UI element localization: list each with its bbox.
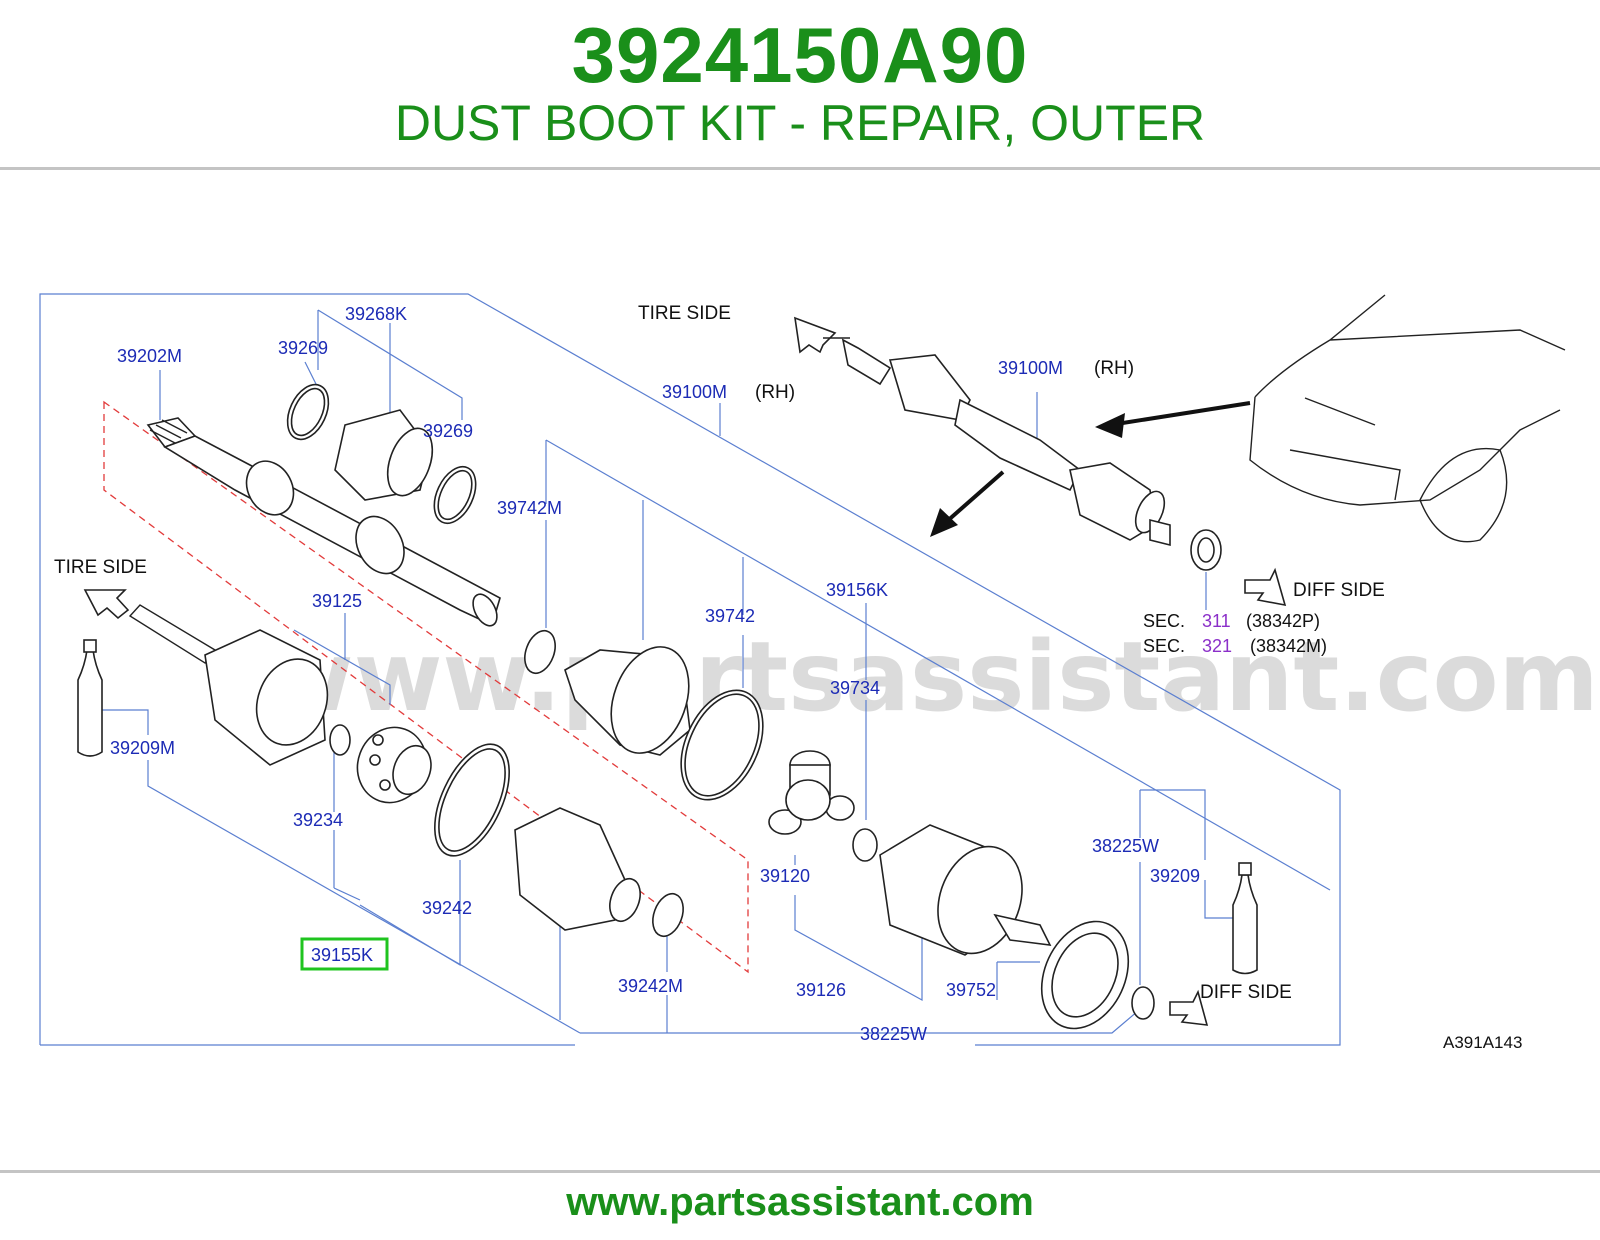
sec-link-321[interactable]: 321 <box>1202 636 1232 656</box>
diagram-frame <box>39 293 1341 1046</box>
callout-39742[interactable]: 39742 <box>705 606 755 626</box>
sec-prefix-1: SEC. <box>1143 611 1185 631</box>
section-reference-311: SEC. 311 (38342P) <box>1143 611 1320 631</box>
arrow-diff-side-top <box>1244 567 1287 607</box>
snap-ring-inner-part <box>852 828 878 862</box>
callout-39125[interactable]: 39125 <box>312 591 362 611</box>
small-seal-part <box>1131 986 1155 1020</box>
page-header: 3924150A90 DUST BOOT KIT - REPAIR, OUTER <box>0 0 1600 172</box>
sec-code-1: (38342P) <box>1246 611 1320 631</box>
oil-seal-part <box>1040 920 1130 1030</box>
part-name-subtitle: DUST BOOT KIT - REPAIR, OUTER <box>394 95 1206 151</box>
callout-39156K[interactable]: 39156K <box>826 580 888 600</box>
sec-code-2: (38342M) <box>1250 636 1327 656</box>
callout-39269-a[interactable]: 39269 <box>278 338 328 358</box>
rh-label-1: (RH) <box>755 382 795 403</box>
diff-side-label-top: DIFF SIDE <box>1293 580 1385 601</box>
inner-joint-housing-part <box>879 824 1052 956</box>
callout-39752[interactable]: 39752 <box>946 980 996 1000</box>
callout-39209[interactable]: 39209 <box>1150 866 1200 886</box>
arrow-shaft-to-exploded <box>930 470 1005 537</box>
outer-boot-band-part <box>434 743 510 857</box>
callout-39269-b[interactable]: 39269 <box>423 421 473 441</box>
arrow-diff-side-bottom <box>1169 989 1209 1026</box>
callout-39155K[interactable]: 39155K <box>311 945 373 965</box>
callout-39734[interactable]: 39734 <box>830 678 880 698</box>
leader-lines <box>100 309 1331 1034</box>
rh-label-2: (RH) <box>1094 358 1134 379</box>
inner-boot-band-part <box>680 689 764 801</box>
arrow-tire-side-top <box>794 316 850 354</box>
inner-boot-part <box>334 409 434 501</box>
footer-website-link[interactable]: www.partsassistant.com <box>566 1180 1034 1224</box>
tire-side-label-left: TIRE SIDE <box>54 557 147 578</box>
callout-39120[interactable]: 39120 <box>760 866 810 886</box>
callout-38225W-a[interactable]: 38225W <box>1092 836 1159 856</box>
boot-band-ring-lower <box>433 465 477 525</box>
callout-39126[interactable]: 39126 <box>796 980 846 1000</box>
arrow-vehicle-to-shaft <box>1095 401 1251 438</box>
grease-tube-left <box>77 639 103 757</box>
ball-cage-part <box>356 726 432 804</box>
watermark-text: www.partsassistant.com <box>265 621 1599 733</box>
callout-39268K[interactable]: 39268K <box>345 304 407 324</box>
diff-side-label-bottom: DIFF SIDE <box>1200 982 1292 1003</box>
snap-ring-part <box>329 724 351 756</box>
callout-39209M[interactable]: 39209M <box>110 738 175 758</box>
sec-link-311[interactable]: 311 <box>1202 611 1231 631</box>
outer-dust-boot-part <box>514 807 641 931</box>
callout-39100M-a[interactable]: 39100M <box>662 382 727 402</box>
callout-39202M[interactable]: 39202M <box>117 346 182 366</box>
small-boot-band-part <box>652 892 684 938</box>
arrow-tire-side-left <box>83 589 130 620</box>
section-reference-321: SEC. 321 (38342M) <box>1143 636 1327 656</box>
full-drive-shaft-assembly <box>841 338 1222 571</box>
tire-side-label-top: TIRE SIDE <box>638 303 731 324</box>
callout-39100M-b[interactable]: 39100M <box>998 358 1063 378</box>
callout-39242[interactable]: 39242 <box>422 898 472 918</box>
grease-tube-right <box>1232 862 1258 975</box>
highlighted-callout-39155K[interactable]: 39155K <box>300 937 389 971</box>
diagram-code: A391A143 <box>1443 1033 1522 1052</box>
callout-39742M[interactable]: 39742M <box>497 498 562 518</box>
sec-prefix-2: SEC. <box>1143 636 1185 656</box>
callout-38225W-b[interactable]: 38225W <box>860 1024 927 1044</box>
inner-small-band-part <box>524 629 556 675</box>
highlight-box <box>300 937 389 971</box>
drive-shaft-part <box>146 417 501 627</box>
header-divider <box>0 167 1600 170</box>
inner-dust-boot-part <box>564 646 691 756</box>
boot-band-ring-upper <box>286 383 330 441</box>
part-number-title: 3924150A90 <box>571 11 1029 99</box>
vehicle-outline <box>1249 294 1566 543</box>
outer-cv-joint-part <box>128 604 329 766</box>
dashed-grouping-region <box>103 400 749 974</box>
tripod-joint-part <box>768 750 855 835</box>
callout-39234[interactable]: 39234 <box>293 810 343 830</box>
callout-39242M[interactable]: 39242M <box>618 976 683 996</box>
footer-divider <box>0 1170 1600 1173</box>
